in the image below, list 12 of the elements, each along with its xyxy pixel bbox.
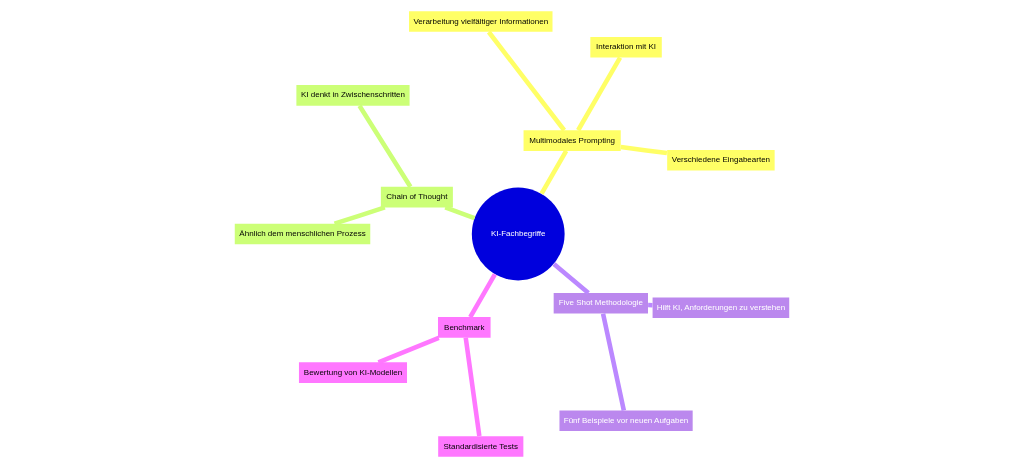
connector <box>539 149 569 195</box>
connector <box>377 335 440 364</box>
connector <box>552 261 590 295</box>
connector <box>357 103 413 188</box>
connector <box>463 336 482 436</box>
connector <box>620 144 668 155</box>
connector <box>576 55 623 131</box>
connector <box>600 312 627 411</box>
connector <box>333 204 386 226</box>
connector <box>486 30 566 132</box>
connector <box>468 272 497 318</box>
connector <box>444 204 476 220</box>
